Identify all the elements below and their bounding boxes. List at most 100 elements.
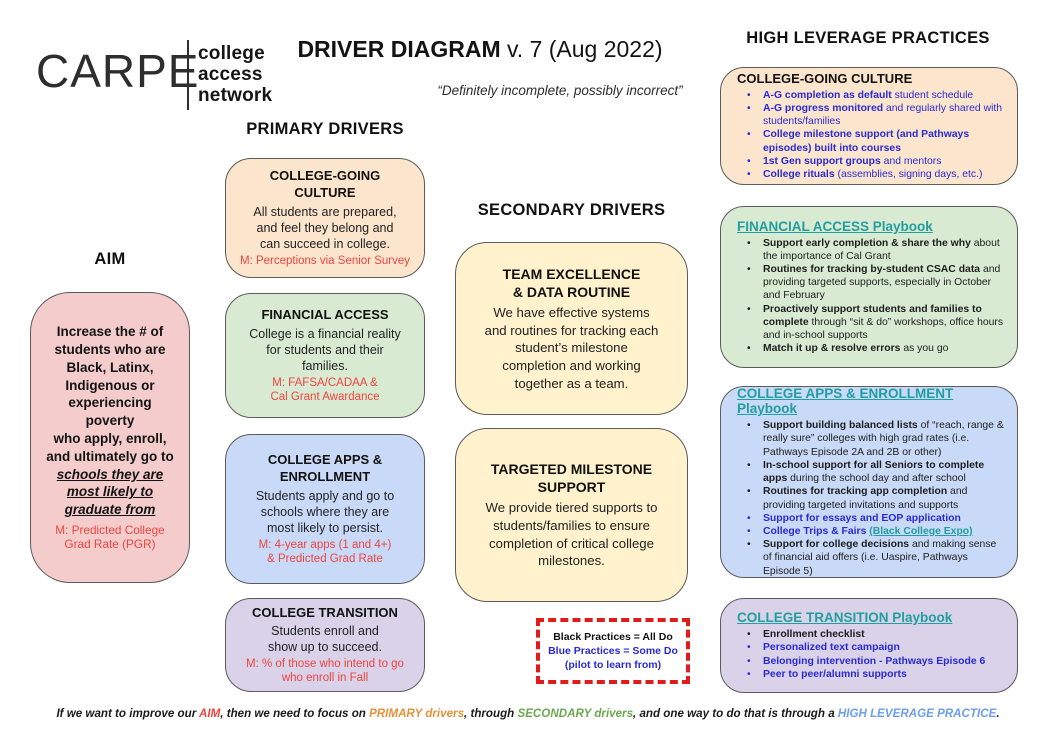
bullet-icon: • (747, 237, 751, 249)
box-description: Students apply and go to schools where t… (255, 488, 395, 535)
bullet-icon: • (747, 129, 751, 141)
aim-text-emphasis: schools they are most likely to graduate… (56, 466, 164, 518)
box-measure: M: Perceptions via Senior Survey (239, 254, 411, 267)
primary-driver-box-college-apps-enrollment: COLLEGE APPS & ENROLLMENT Students apply… (225, 434, 425, 584)
practice-item: •College milestone support (and Pathways… (747, 129, 970, 154)
footer-aim: AIM (199, 707, 221, 720)
practice-list: •Support building balanced lists of “rea… (737, 419, 1005, 577)
footer-text: , and one way to do that is through a (633, 707, 838, 720)
box-measure: M: FAFSA/CADAA & Cal Grant Awardance (270, 376, 380, 403)
practice-list: •Support early completion & share the wh… (737, 237, 1005, 356)
page-title: DRIVER DIAGRAM v. 7 (Aug 2022) (240, 36, 720, 63)
practice-item: •Personalized text campaign (747, 642, 900, 654)
box-title: COLLEGE APPS & ENROLLMENT (267, 452, 383, 484)
practice-item: •In-school support for all Seniors to co… (747, 459, 985, 485)
practice-item: •Match it up & resolve errors as you go (747, 343, 949, 355)
aim-measure: M: Predicted College Grad Rate (PGR) (55, 523, 165, 552)
secondary-driver-box-team-excellence: TEAM EXCELLENCE & DATA ROUTINE We have e… (455, 242, 688, 415)
practice-item: •Enrollment checklist (747, 629, 865, 641)
box-title: COLLEGE-GOING CULTURE (269, 168, 381, 200)
aim-text-main: Increase the # of students who are Black… (46, 324, 174, 464)
footer-text: If we want to improve our (56, 707, 200, 720)
page-title-version: v. 7 (Aug 2022) (500, 36, 663, 62)
hlp-box-college-going-culture: COLLEGE-GOING CULTURE •A-G completion as… (720, 67, 1018, 185)
logo-divider (187, 40, 189, 110)
practice-item: •A-G completion as default student sched… (747, 89, 974, 101)
logo-subbrand: college access network (198, 43, 273, 106)
primary-driver-box-college-going-culture: COLLEGE-GOING CULTURE All students are p… (225, 158, 425, 278)
box-title: TEAM EXCELLENCE & DATA ROUTINE (502, 265, 641, 300)
aim-text: Increase the # of students who are Black… (43, 323, 177, 519)
practices-legend-box: Black Practices = All Do Blue Practices … (536, 618, 690, 684)
box-description: We have effective systems and routines f… (484, 304, 659, 391)
practice-item: •Peer to peer/alumni supports (747, 668, 907, 680)
playbook-link-college-transition[interactable]: COLLEGE TRANSITION Playbook (737, 610, 953, 626)
practice-item: •Support for essays and EOP application (747, 512, 961, 524)
bullet-icon: • (747, 420, 751, 432)
primary-driver-box-financial-access: FINANCIAL ACCESS College is a financial … (225, 293, 425, 418)
bullet-icon: • (747, 668, 751, 680)
bullet-icon: • (747, 169, 751, 181)
box-description: College is a financial reality for stude… (249, 326, 401, 373)
practice-item: •College rituals (assemblies, signing da… (747, 169, 983, 181)
playbook-link-college-apps-enrollment[interactable]: COLLEGE APPS & ENROLLMENT Playbook (737, 386, 954, 417)
high-leverage-practices-heading: HIGH LEVERAGE PRACTICES (746, 29, 990, 47)
playbook-link-financial-access[interactable]: FINANCIAL ACCESS Playbook (737, 218, 933, 234)
hlp-box-financial-access-playbook: FINANCIAL ACCESS Playbook •Support early… (720, 206, 1018, 368)
footer-secondary: SECONDARY drivers (517, 707, 634, 720)
box-description: All students are prepared, and feel they… (253, 204, 397, 251)
bullet-icon: • (747, 303, 751, 315)
practice-list: •A-G completion as default student sched… (737, 89, 1005, 181)
bullet-icon: • (747, 486, 751, 498)
bullet-icon: • (747, 263, 751, 275)
practice-item: •Routines for tracking app completion an… (747, 486, 968, 511)
legend-blue-practices: Blue Practices = Some Do (548, 644, 678, 657)
practice-item: •1st Gen support groups and mentors (747, 155, 942, 167)
bullet-icon: • (747, 539, 751, 551)
bullet-icon: • (747, 155, 751, 167)
footer-text: , then we need to focus on (220, 707, 370, 720)
bullet-icon: • (747, 525, 751, 537)
practice-item: •Routines for tracking by-student CSAC d… (747, 263, 1001, 302)
legend-black-practices: Black Practices = All Do (553, 630, 673, 643)
practice-item: •Proactively support students and famili… (747, 303, 1004, 341)
page-subtitle: “Definitely incomplete, possibly incorre… (437, 83, 683, 98)
practice-item: •College Trips & Fairs (Black College Ex… (747, 525, 973, 537)
primary-drivers-heading: PRIMARY DRIVERS (246, 120, 404, 138)
box-title: COLLEGE TRANSITION (252, 604, 398, 620)
bullet-icon: • (747, 629, 751, 641)
practice-item: •Support for college decisions and makin… (747, 539, 997, 577)
footer-sentence: If we want to improve our AIM, then we n… (0, 707, 1056, 720)
aim-box: Increase the # of students who are Black… (30, 292, 190, 583)
hlp-box-college-transition-playbook: COLLEGE TRANSITION Playbook •Enrollment … (720, 598, 1018, 693)
footer-text: , through (464, 707, 518, 720)
bullet-icon: • (747, 103, 751, 114)
practice-item: •Support early completion & share the wh… (747, 237, 1000, 262)
practice-list: •Enrollment checklist •Personalized text… (737, 628, 1005, 681)
carpe-logo-wordmark: CARPE (36, 45, 200, 97)
box-description: Students enroll and show up to succeed. (268, 624, 382, 655)
secondary-drivers-heading: SECONDARY DRIVERS (477, 201, 666, 219)
bullet-icon: • (747, 655, 751, 667)
hlp-title-college-going-culture: COLLEGE-GOING CULTURE (737, 70, 913, 86)
black-college-expo-link[interactable]: (Black College Expo) (869, 525, 973, 537)
page-title-bold: DRIVER DIAGRAM (297, 36, 501, 62)
footer-hlp: HIGH LEVERAGE PRACTICE (837, 707, 997, 720)
hlp-box-college-apps-enrollment-playbook: COLLEGE APPS & ENROLLMENT Playbook •Supp… (720, 386, 1018, 578)
box-measure: M: % of those who intend to go who enrol… (246, 658, 404, 685)
legend-pilot-note: (pilot to learn from) (564, 659, 662, 672)
bullet-icon: • (747, 642, 751, 654)
box-title: TARGETED MILESTONE SUPPORT (490, 460, 653, 496)
box-measure: M: 4-year apps (1 and 4+) & Predicted Gr… (258, 538, 392, 565)
bullet-icon: • (747, 343, 751, 355)
bullet-icon: • (747, 512, 751, 524)
practice-item: •A-G progress monitored and regularly sh… (747, 103, 1003, 128)
secondary-driver-box-targeted-milestone-support: TARGETED MILESTONE SUPPORT We provide ti… (455, 428, 688, 602)
practice-item: •Support building balanced lists of “rea… (747, 420, 1004, 458)
bullet-icon: • (747, 459, 751, 471)
bullet-icon: • (747, 89, 751, 101)
box-description: We provide tiered supports to students/f… (485, 500, 658, 569)
footer-text: . (996, 707, 1000, 720)
practice-item: •Belonging intervention - Pathways Episo… (747, 655, 986, 667)
